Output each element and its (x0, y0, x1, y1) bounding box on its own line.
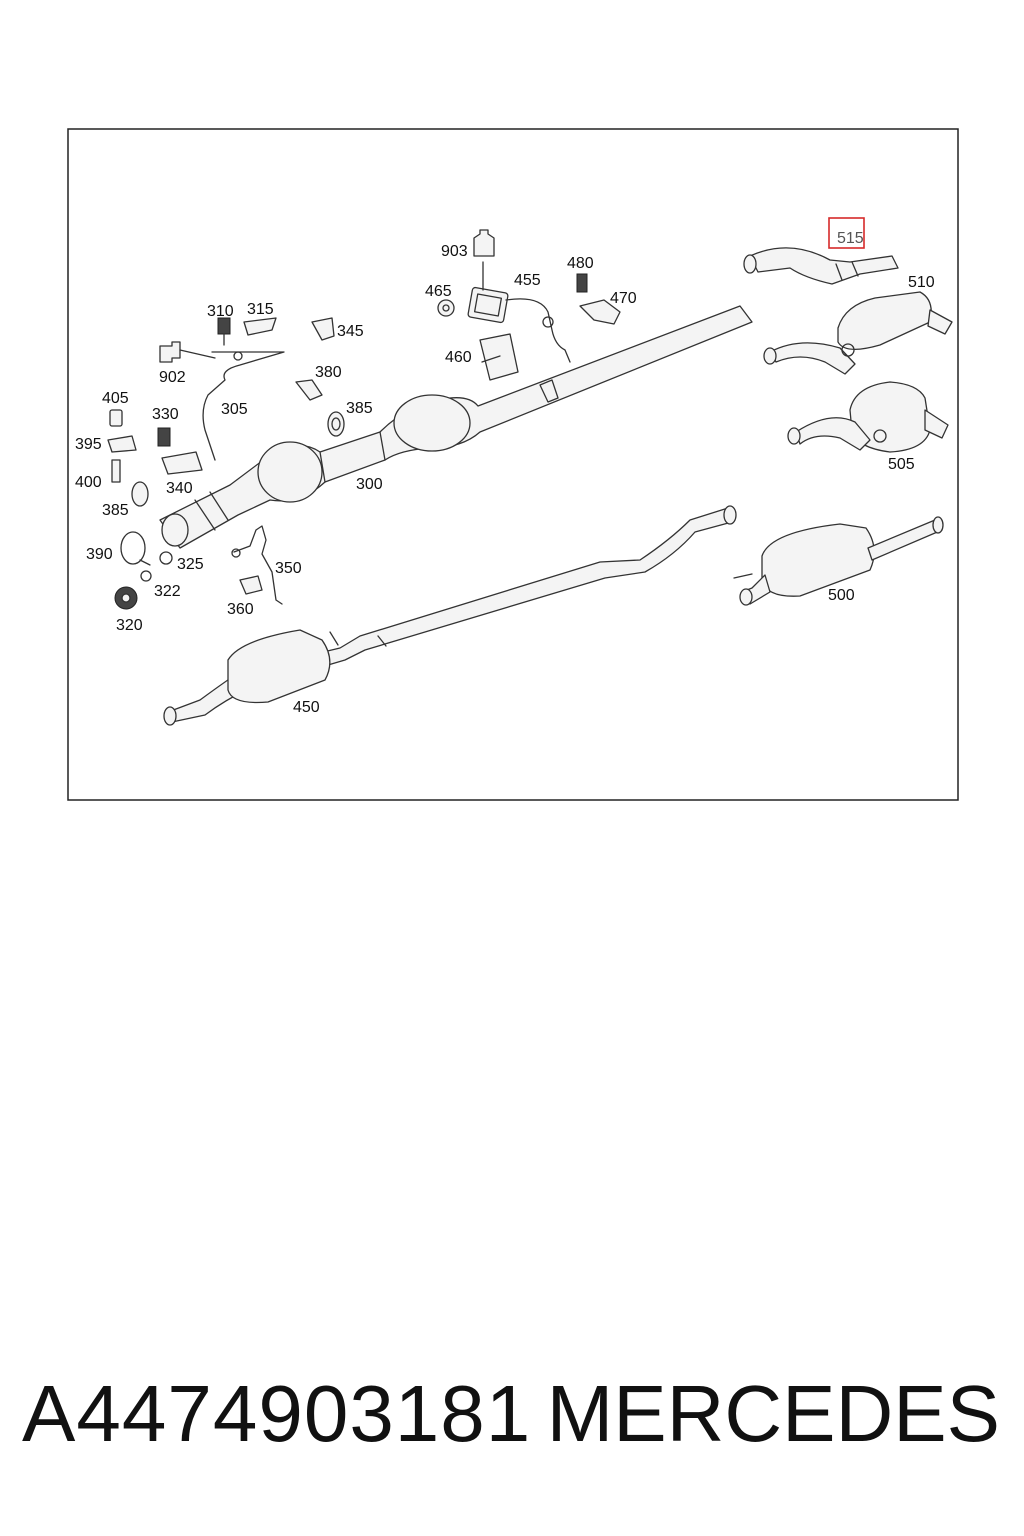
label-515: 515 (837, 230, 864, 247)
label-455: 455 (514, 272, 541, 289)
label-460: 460 (445, 349, 472, 366)
rear-silencer-500[interactable] (733, 516, 944, 606)
label-465: 465 (425, 283, 452, 300)
label-385a: 385 (346, 400, 373, 417)
bracket-360[interactable] (239, 575, 263, 595)
label-325: 325 (177, 556, 204, 573)
nut-465[interactable] (437, 299, 455, 317)
bracket-330[interactable] (157, 427, 171, 447)
front-pipe-catalyst-300[interactable] (159, 305, 753, 549)
label-340: 340 (166, 480, 193, 497)
label-300: 300 (356, 476, 383, 493)
mount-320[interactable] (114, 586, 138, 610)
tail-pipe-515[interactable] (743, 247, 899, 285)
label-380: 380 (315, 364, 342, 381)
label-395: 395 (75, 436, 102, 453)
bracket-395[interactable] (107, 435, 137, 453)
heat-shield-460[interactable] (479, 333, 519, 381)
label-345: 345 (337, 323, 364, 340)
part-number: A4474903181 (22, 1369, 532, 1458)
sensor-350[interactable] (231, 525, 283, 605)
label-405: 405 (102, 390, 129, 407)
rear-silencer-505[interactable] (787, 381, 949, 453)
label-315: 315 (247, 301, 274, 318)
label-505: 505 (888, 456, 915, 473)
label-350: 350 (275, 560, 302, 577)
label-903: 903 (441, 243, 468, 260)
sensor-310[interactable] (217, 317, 231, 346)
label-450: 450 (293, 699, 320, 716)
connector-903[interactable] (473, 229, 495, 257)
bracket-340[interactable] (161, 451, 203, 475)
bolt-400[interactable] (111, 459, 121, 483)
connector-902[interactable] (159, 341, 216, 363)
rubber-mount-385a[interactable] (327, 411, 345, 437)
label-322: 322 (154, 583, 181, 600)
holder-405[interactable] (109, 409, 123, 427)
sensor-480[interactable] (576, 273, 588, 293)
label-480: 480 (567, 255, 594, 272)
label-902: 902 (159, 369, 186, 386)
footer: A4474903181 MERCEDES (0, 1368, 1024, 1478)
clip-325[interactable] (159, 551, 173, 565)
brand-name: MERCEDES (546, 1369, 1000, 1458)
bracket-315[interactable] (243, 317, 277, 336)
label-310: 310 (207, 303, 234, 320)
label-500: 500 (828, 587, 855, 604)
bracket-345[interactable] (311, 317, 335, 341)
label-400: 400 (75, 474, 102, 491)
label-510: 510 (908, 274, 935, 291)
rear-silencer-510[interactable] (763, 291, 953, 375)
label-385b: 385 (102, 502, 129, 519)
nox-sensor-455[interactable] (467, 261, 571, 363)
bracket-470[interactable] (579, 299, 621, 325)
ring-322[interactable] (140, 570, 152, 582)
label-390: 390 (86, 546, 113, 563)
label-470: 470 (610, 290, 637, 307)
line-305[interactable] (202, 351, 285, 461)
label-360: 360 (227, 601, 254, 618)
middle-silencer-450[interactable] (163, 505, 737, 726)
bracket-380[interactable] (295, 379, 323, 401)
rubber-mount-385b[interactable] (131, 481, 149, 507)
label-320: 320 (116, 617, 143, 634)
highlight-box-515 (828, 217, 865, 249)
clamp-390[interactable] (120, 531, 151, 566)
label-330: 330 (152, 406, 179, 423)
label-305: 305 (221, 401, 248, 418)
